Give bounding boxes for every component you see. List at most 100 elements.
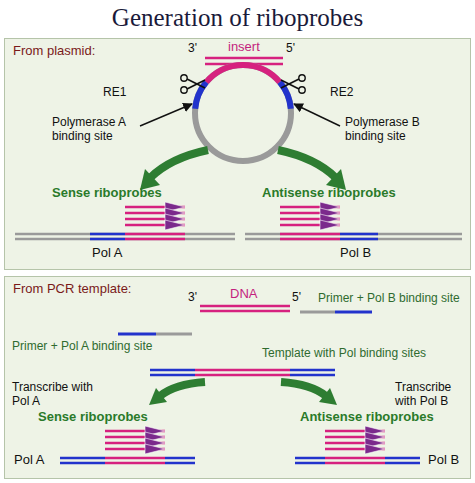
riboprobe — [280, 214, 340, 224]
riboprobe — [105, 444, 165, 454]
panel-band: From plasmid: — [4, 38, 471, 270]
primer-line — [300, 311, 335, 314]
dna-strand — [195, 374, 290, 377]
scissor-handle — [181, 75, 187, 81]
pol-a-site — [150, 374, 195, 377]
scissor-handle — [299, 87, 305, 93]
polymerase-label: Pol A — [14, 453, 44, 468]
pol-b-site — [165, 462, 195, 465]
scissors-symbol — [281, 75, 305, 93]
dna-strand — [325, 457, 385, 460]
dna-strand — [200, 305, 290, 308]
riboprobe — [325, 426, 385, 436]
pol-b-site — [340, 238, 378, 241]
strand-end: 5' — [292, 291, 301, 305]
vector-strand — [15, 238, 235, 241]
diagram-title: Generation of riboprobes — [0, 4, 475, 32]
process-arrow — [150, 150, 208, 178]
vector-strand — [15, 233, 235, 236]
scissor-blade — [187, 80, 205, 89]
site-label: Polymerase A binding site — [52, 116, 144, 144]
insert-strand — [280, 233, 340, 236]
primer-label: Primer + Pol B binding site — [318, 292, 460, 306]
strand-end: 3' — [188, 42, 197, 56]
riboprobe — [105, 426, 165, 436]
product-label: Sense riboprobes — [52, 186, 162, 201]
part-name: DNA — [230, 287, 257, 302]
enzyme-label: RE1 — [103, 86, 126, 100]
dna-strand — [195, 369, 290, 372]
pointer-arrow — [140, 104, 192, 126]
pol-b-site — [385, 462, 420, 465]
primer-line — [156, 333, 192, 336]
dna-strand — [325, 462, 385, 465]
scissor-blade — [281, 79, 299, 88]
pol-a-site — [295, 462, 325, 465]
product-label: Antisense riboprobes — [300, 410, 434, 425]
riboprobe — [325, 432, 385, 442]
process-arrow — [278, 150, 336, 178]
template-label: Template with Pol binding sites — [262, 347, 426, 361]
pol-b-site — [290, 374, 335, 377]
plasmid-ring — [195, 65, 291, 161]
pol-a-site — [90, 233, 125, 236]
insert-strand — [205, 57, 283, 60]
insert-strand — [280, 238, 340, 241]
riboprobe — [325, 444, 385, 454]
pol-b-site — [280, 82, 291, 109]
pol-a-site — [150, 369, 195, 372]
scissor-handle — [299, 75, 305, 81]
pol-a-site — [195, 82, 206, 109]
pol-b-site — [335, 311, 372, 314]
enzyme-label: RE2 — [330, 86, 353, 100]
dna-strand — [105, 462, 165, 465]
product-label: Sense riboprobes — [38, 410, 148, 425]
insert-strand — [125, 238, 185, 241]
part-name: insert — [228, 40, 260, 55]
pointer-arrow — [294, 104, 340, 126]
pol-b-site — [385, 457, 420, 460]
pol-a-site — [90, 238, 125, 241]
riboprobe — [105, 438, 165, 448]
insert-strand — [205, 63, 283, 66]
riboprobe — [125, 202, 185, 212]
pol-a-site — [60, 457, 105, 460]
polymerase-label: Pol B — [428, 453, 459, 468]
step-label: Transcribe with Pol B — [395, 381, 470, 409]
riboprobe — [125, 208, 185, 218]
riboprobe — [280, 202, 340, 212]
pol-a-site — [295, 457, 325, 460]
process-arrow — [160, 382, 205, 396]
scissor-handle — [181, 87, 187, 93]
pol-b-site — [290, 369, 335, 372]
riboprobe — [105, 432, 165, 442]
process-arrow-head — [149, 388, 167, 405]
panel-band: From PCR template: — [4, 276, 471, 479]
step-label: Transcribe with Pol A — [12, 381, 97, 409]
polymerase-label: Pol A — [92, 246, 122, 261]
product-label: Antisense riboprobes — [262, 186, 396, 201]
vector-strand — [245, 233, 462, 236]
process-arrow — [281, 382, 326, 396]
pol-b-site — [340, 233, 378, 236]
pol-b-site — [165, 457, 195, 460]
plasmid-insert — [206, 65, 280, 82]
riboprobe — [125, 214, 185, 224]
vector-strand — [245, 238, 462, 241]
polymerase-label: Pol B — [340, 246, 371, 261]
riboprobe — [325, 438, 385, 448]
strand-end: 3' — [188, 291, 197, 305]
riboprobe — [125, 220, 185, 230]
pol-a-site — [60, 462, 105, 465]
pol-a-site — [118, 333, 156, 336]
scissor-blade — [281, 80, 299, 89]
dna-strand — [200, 310, 290, 313]
riboprobe — [280, 208, 340, 218]
process-arrow-head — [319, 388, 337, 405]
primer-label: Primer + Pol A binding site — [12, 340, 152, 354]
scissor-blade — [187, 79, 205, 88]
riboprobe — [280, 220, 340, 230]
site-label: Polymerase B binding site — [345, 116, 443, 144]
insert-strand — [125, 233, 185, 236]
